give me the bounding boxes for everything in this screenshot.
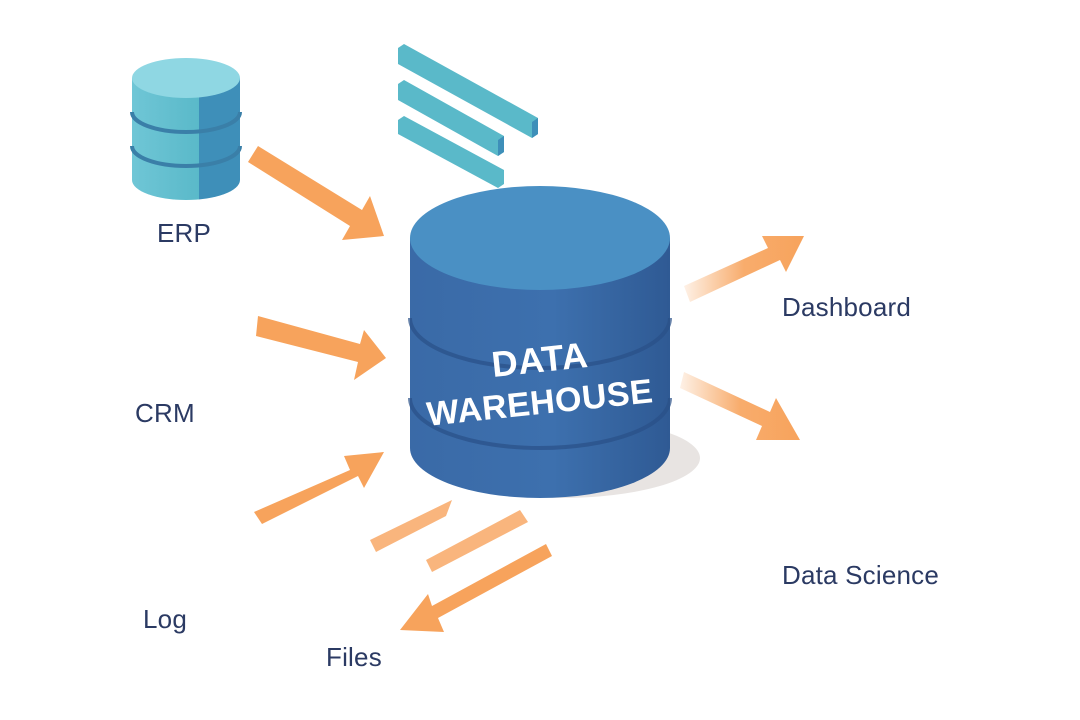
source-label-erp: ERP <box>157 218 212 248</box>
warehouse-band <box>408 397 672 450</box>
arrow-log-to-warehouse <box>254 452 384 524</box>
warehouse-top <box>410 186 670 290</box>
arrow-warehouse-to-dashboard <box>684 236 804 302</box>
arrow-warehouse-to-datascience <box>680 372 800 440</box>
warehouse-band <box>408 317 672 370</box>
source-label-files: Files <box>326 642 382 672</box>
source-label-log: Log <box>143 604 187 634</box>
source-label-crm: CRM <box>135 398 195 428</box>
stream-bars-icon <box>398 44 538 188</box>
warehouse-title-line1: DATA <box>490 334 590 385</box>
output-label-dashboard: Dashboard <box>782 292 911 322</box>
database-icon <box>130 58 242 200</box>
arrow-crm-to-warehouse <box>256 316 386 380</box>
arrow-erp-to-warehouse <box>248 146 384 240</box>
arrow-warehouse-to-files <box>370 500 552 632</box>
output-label-datascience: Data Science <box>782 560 940 590</box>
warehouse-cylinder: DATA WAREHOUSE <box>408 186 700 498</box>
